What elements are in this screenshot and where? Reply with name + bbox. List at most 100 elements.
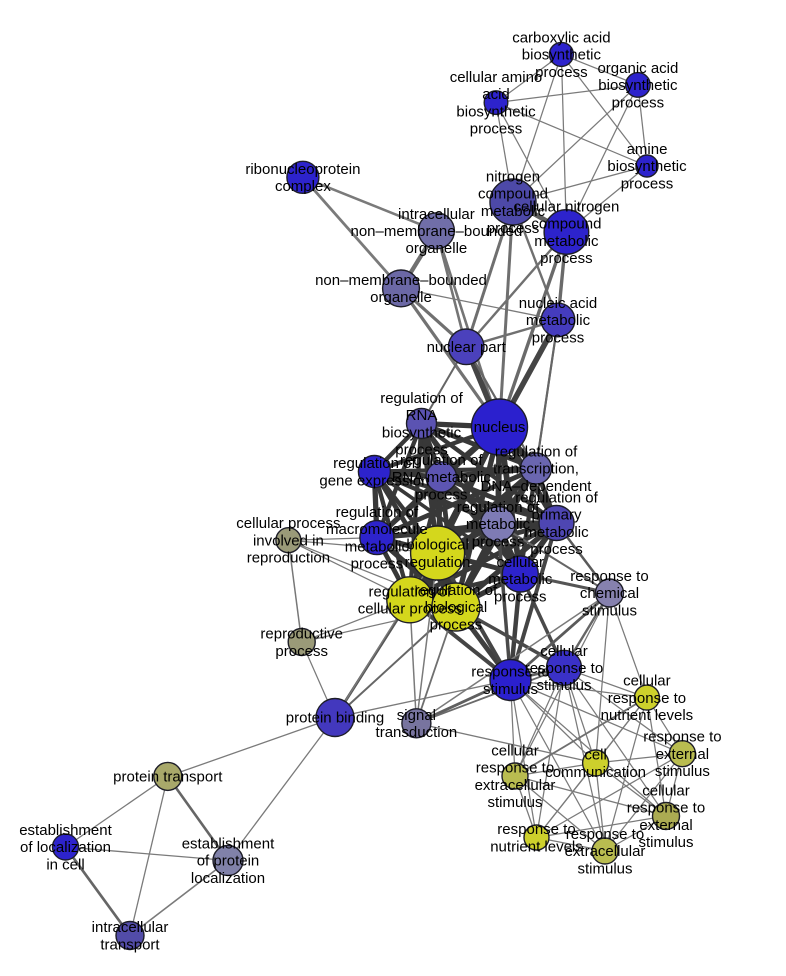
svg-text:response to: response to [627,800,705,817]
svg-text:protein transport: protein transport [113,769,223,786]
svg-text:cellular: cellular [497,554,545,571]
svg-text:organelle: organelle [406,240,468,257]
svg-text:biosynthetic: biosynthetic [607,158,687,175]
svg-text:metabolic: metabolic [481,203,546,220]
svg-text:stimulus: stimulus [577,860,632,877]
svg-text:regulation of: regulation of [415,582,498,599]
svg-text:process: process [472,533,525,550]
svg-text:process: process [532,329,585,346]
svg-text:process: process [612,94,665,111]
svg-text:metabolic: metabolic [466,516,531,533]
svg-text:process: process [494,588,547,605]
svg-text:cellular: cellular [623,673,671,690]
svg-text:localization: localization [191,870,265,887]
svg-text:non–membrane–bounded: non–membrane–bounded [315,272,487,289]
svg-text:intracellular: intracellular [92,919,169,936]
svg-text:nitrogen: nitrogen [486,168,540,185]
svg-text:compound: compound [531,216,601,233]
svg-text:cellular amino: cellular amino [450,69,543,86]
svg-text:process: process [535,64,588,81]
svg-text:reproductive: reproductive [260,626,343,643]
svg-text:cellular: cellular [491,742,539,759]
svg-text:metabolic: metabolic [534,233,599,250]
svg-text:intracellular: intracellular [398,206,475,223]
svg-text:nucleic acid: nucleic acid [519,295,597,312]
svg-text:biosynthetic: biosynthetic [382,424,462,441]
svg-text:external: external [656,746,709,763]
svg-text:stimulus: stimulus [536,677,591,694]
svg-text:regulation of: regulation of [380,390,463,407]
svg-text:transcription,: transcription, [493,461,579,478]
svg-text:stimulus: stimulus [487,794,542,811]
svg-text:organelle: organelle [370,289,432,306]
svg-text:process: process [415,486,468,503]
svg-text:response to: response to [471,664,549,681]
svg-text:cellular process: cellular process [236,515,340,532]
svg-text:transduction: transduction [376,724,458,741]
svg-text:response to: response to [643,729,721,746]
svg-text:nutrient levels: nutrient levels [490,838,583,855]
svg-text:process: process [351,556,404,573]
svg-text:response to: response to [566,826,644,843]
svg-text:reproduction: reproduction [247,550,330,567]
svg-text:carboxylic acid: carboxylic acid [512,29,610,46]
svg-text:metabolic: metabolic [526,312,591,329]
svg-text:organic acid: organic acid [597,60,678,77]
svg-text:nuclear part: nuclear part [427,339,507,356]
svg-text:RNA: RNA [406,407,438,424]
svg-text:chemical: chemical [580,585,639,602]
svg-text:extracellular: extracellular [565,843,646,860]
svg-text:response to: response to [476,760,554,777]
svg-text:complex: complex [275,178,331,195]
svg-text:process: process [621,175,674,192]
svg-text:biosynthetic: biosynthetic [598,77,678,94]
svg-text:biological: biological [406,537,469,554]
svg-text:cell: cell [584,747,607,764]
svg-text:external: external [639,817,692,834]
svg-text:gene expression: gene expression [319,472,429,489]
svg-text:regulation of: regulation of [457,499,540,516]
svg-text:DNA–dependent: DNA–dependent [481,478,593,495]
svg-text:of localization: of localization [20,839,111,856]
svg-text:stimulus: stimulus [582,602,637,619]
svg-text:response to: response to [497,821,575,838]
svg-text:stimulus: stimulus [655,763,710,780]
svg-text:primary: primary [531,507,582,524]
svg-text:biosynthetic: biosynthetic [522,47,602,64]
svg-text:cellular: cellular [540,643,588,660]
svg-text:regulation of: regulation of [400,452,483,469]
svg-text:establishment: establishment [19,822,112,839]
svg-text:process: process [487,220,540,237]
svg-text:regulation of: regulation of [515,489,598,506]
svg-text:process: process [470,121,523,138]
svg-text:regulation of: regulation of [336,504,419,521]
svg-text:communication: communication [545,764,646,781]
svg-text:response to: response to [608,690,686,707]
svg-text:transport: transport [100,936,160,953]
svg-text:RNA metabolic: RNA metabolic [392,469,492,486]
svg-text:process: process [540,250,593,267]
svg-text:metabolic: metabolic [345,538,410,555]
svg-text:biological: biological [425,599,488,616]
svg-text:regulation: regulation [405,554,471,571]
svg-text:metabolic: metabolic [524,524,589,541]
svg-text:amine: amine [627,141,668,158]
svg-text:regulation of: regulation of [495,444,578,461]
svg-text:regulation of: regulation of [333,455,416,472]
svg-text:nucleus: nucleus [474,419,526,436]
svg-text:involved in: involved in [253,532,324,549]
svg-text:in cell: in cell [46,856,84,873]
svg-text:of protein: of protein [197,853,260,870]
svg-text:macromolecule: macromolecule [326,521,428,538]
svg-text:protein binding: protein binding [286,710,384,727]
svg-text:nutrient levels: nutrient levels [601,707,694,724]
svg-text:non–membrane–bounded: non–membrane–bounded [350,223,522,240]
svg-text:establishment: establishment [182,836,275,853]
svg-text:process: process [275,643,328,660]
svg-text:regulation of: regulation of [369,583,452,600]
svg-text:cellular: cellular [642,782,690,799]
svg-text:response to: response to [525,660,603,677]
svg-text:stimulus: stimulus [483,681,538,698]
svg-text:cellular process: cellular process [358,601,462,618]
svg-text:cellular nitrogen: cellular nitrogen [513,198,619,215]
